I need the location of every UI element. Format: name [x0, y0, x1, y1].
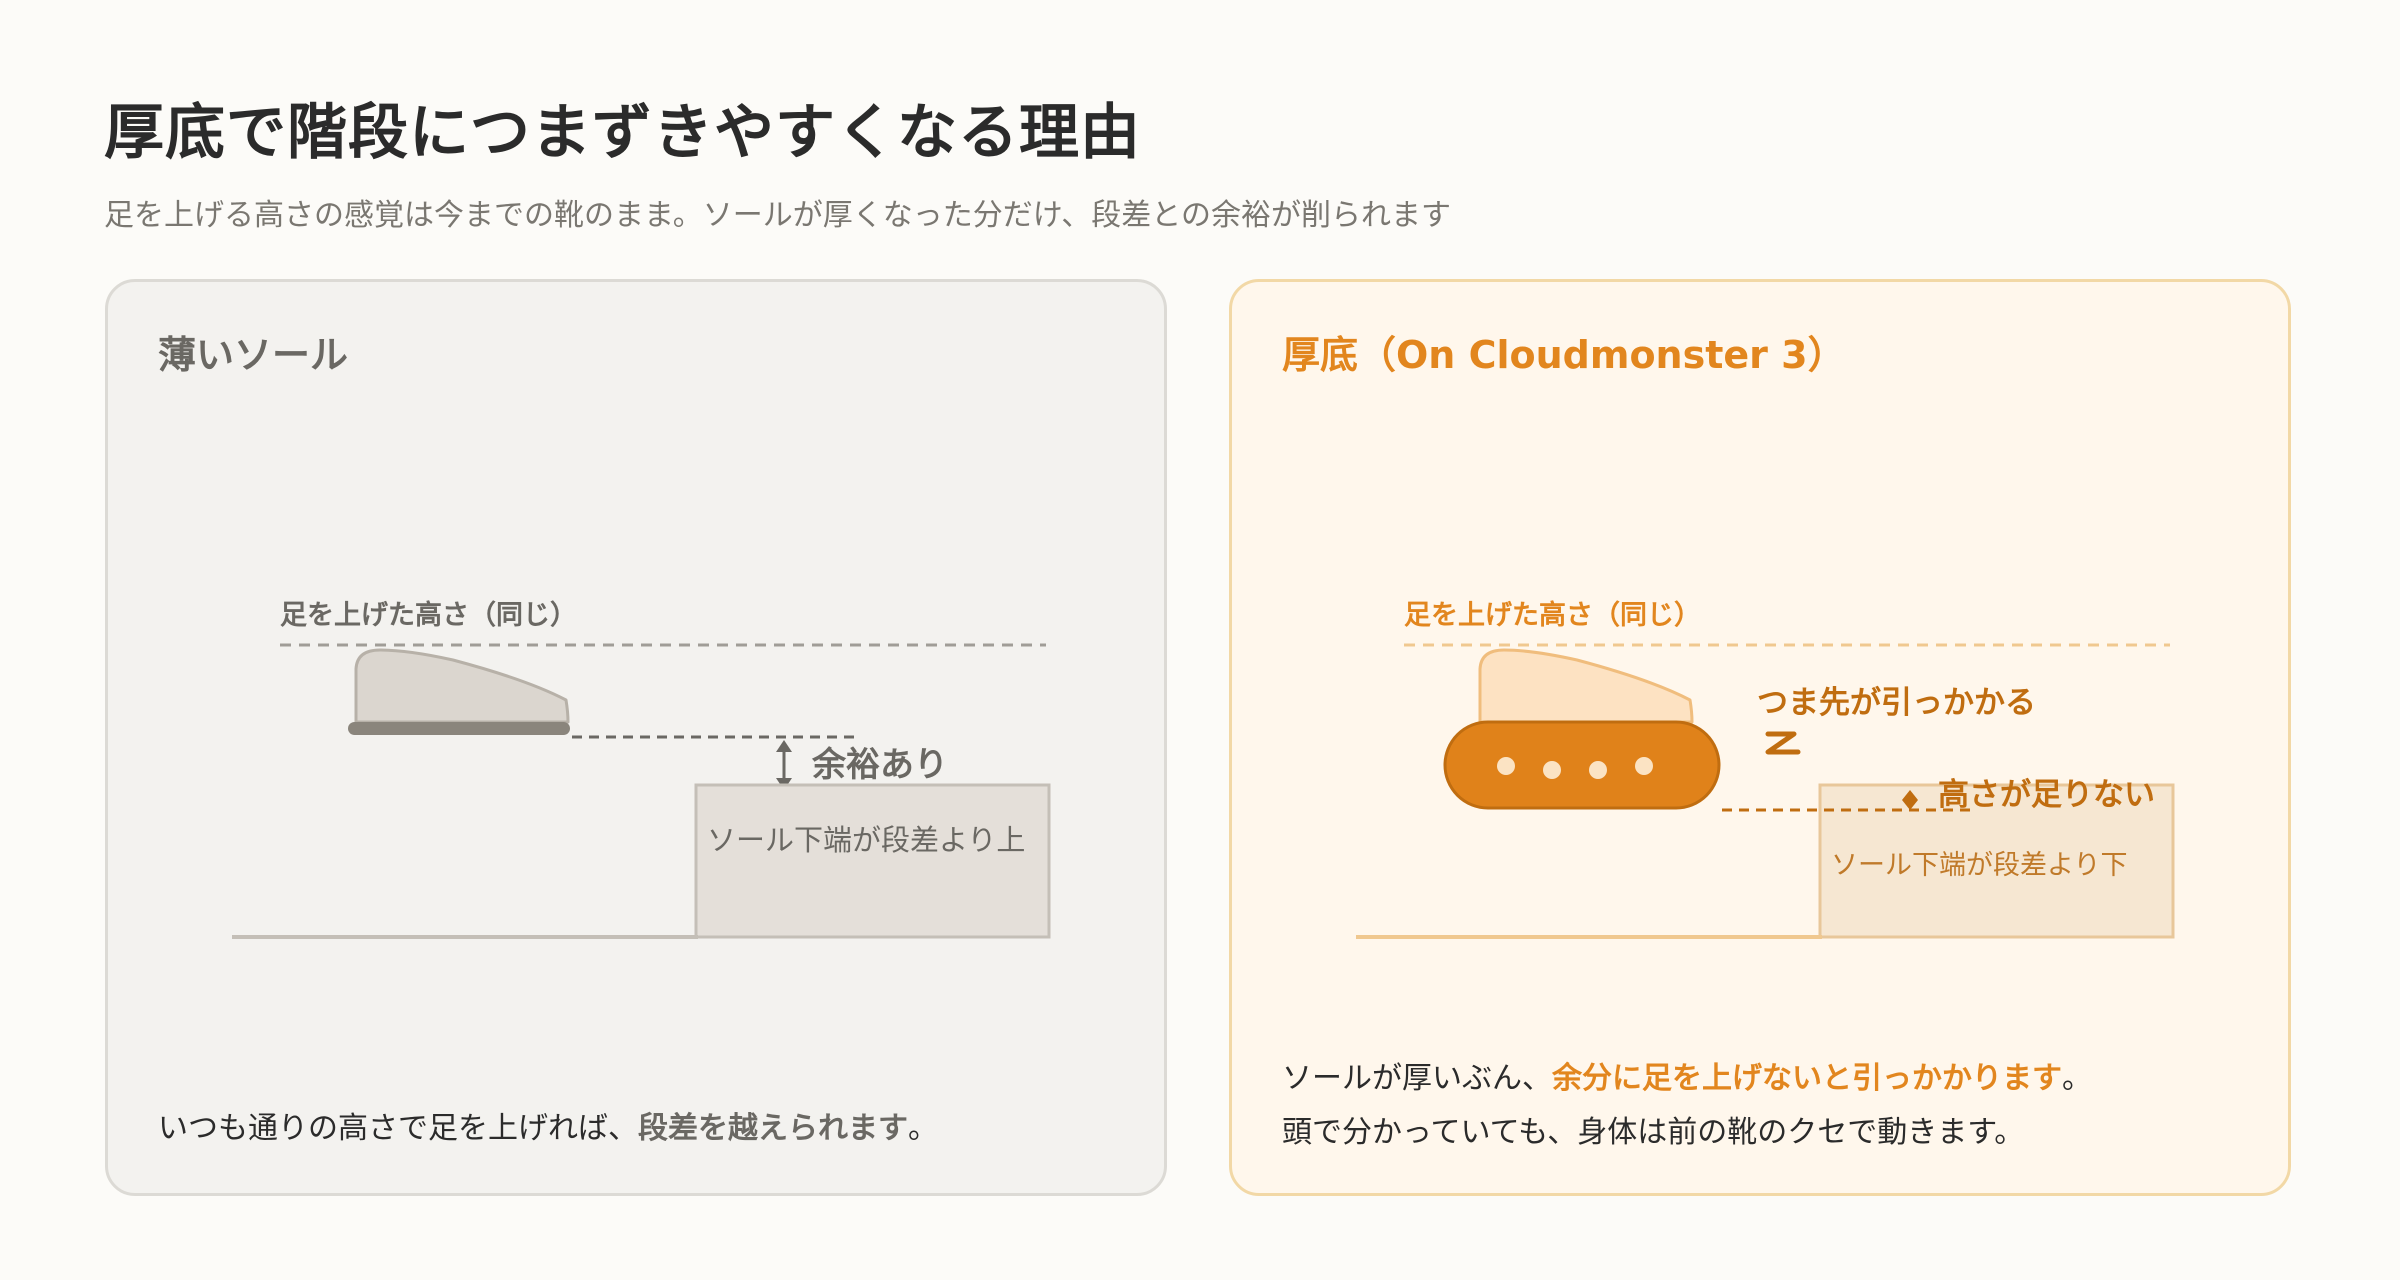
thin-shoe-sole: [348, 722, 570, 735]
stair-step-label: ソール下端が段差より上: [707, 823, 1025, 857]
thick-sole-diagram: 足を上げた高さ（同じ） つま先が引っかかる 高さが足りない ソール下端が段差より…: [1356, 599, 2175, 939]
thick-sole-caption-line-1: ソールが厚いぶん、余分に足を上げないと引っかかります。: [1282, 1061, 2092, 1096]
thin-sole-diagram: 足を上げた高さ（同じ） 余裕あり ソール下端が段差より上: [232, 599, 1051, 939]
sole-cushion-dot: [1543, 761, 1561, 779]
stair-step-label: ソール下端が段差より下: [1831, 850, 2127, 881]
thick-shoe-upper: [1478, 648, 1694, 724]
clearance-arrow: [776, 740, 792, 790]
thick-sole-caption: ソールが厚いぶん、余分に足を上げないと引っかかります。 頭で分かっていても、身体…: [1282, 1052, 2092, 1160]
thin-shoe-upper: [354, 648, 570, 724]
page-subtitle: 足を上げる高さの感覚は今までの靴のまま。ソールが厚くなった分だけ、段差との余裕が…: [104, 198, 1451, 233]
toe-catch-label: つま先が引っかかる: [1757, 685, 2036, 721]
stair-step: [694, 783, 1051, 939]
clearance-label: 余裕あり: [811, 745, 948, 785]
sole-cushion-dot: [1589, 761, 1607, 779]
thin-sole-title: 薄いソール: [158, 333, 349, 377]
thick-sole-panel: 厚底（On Cloudmonster 3） 足を上げた高さ（同じ） つま先が引っ…: [1229, 279, 2291, 1196]
lift-height-label: 足を上げた高さ（同じ）: [280, 599, 577, 631]
sole-cushion-dot: [1635, 757, 1653, 775]
thick-sole-title: 厚底（On Cloudmonster 3）: [1282, 333, 1846, 377]
thick-sole-caption-line-2: 頭で分かっていても、身体は前の靴のクセで動きます。: [1282, 1115, 2025, 1150]
sole-cushion-dot: [1497, 757, 1515, 775]
lift-height-label: 足を上げた高さ（同じ）: [1404, 599, 1701, 631]
thin-sole-panel: 薄いソール 足を上げた高さ（同じ） 余裕あり ソール下端が段差より上 いつも通り…: [105, 279, 1167, 1196]
shortfall-label: 高さが足りない: [1938, 777, 2155, 813]
thick-shoe-sole: [1443, 720, 1721, 810]
page-title: 厚底で階段につまずきやすくなる理由: [104, 98, 1141, 168]
shortfall-arrow: [1902, 790, 1918, 810]
impact-zigzag-icon: [1765, 731, 1801, 755]
thin-sole-caption: いつも通りの高さで足を上げれば、段差を越えられます。: [158, 1111, 938, 1146]
